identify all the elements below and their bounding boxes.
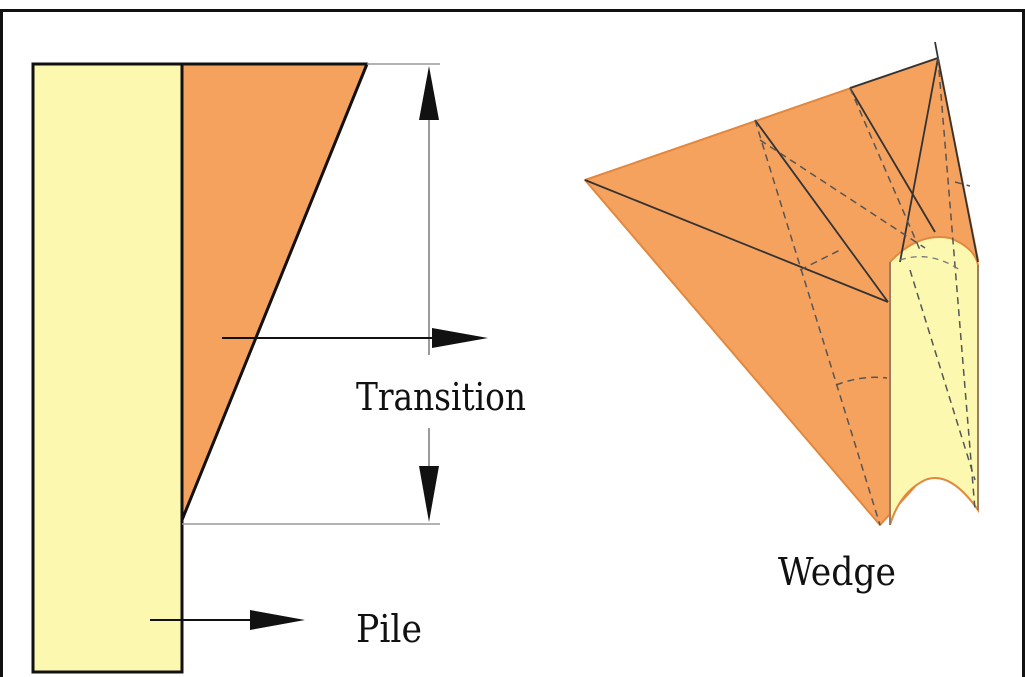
pile-body: [31, 62, 184, 674]
transition-leader-arrow-icon: [432, 328, 488, 348]
pile-label: Pile: [356, 607, 422, 651]
dimension-arrow-up-icon: [419, 66, 439, 120]
figure-border: [0, 9, 1025, 677]
side-view: Transition Pile: [31, 62, 526, 674]
pile-leader-arrow-icon: [250, 610, 305, 630]
dimension-arrow-down-icon: [419, 466, 439, 522]
transition-wedge-triangle: [180, 62, 369, 522]
wedge-3d-view: Wedge: [584, 41, 979, 594]
wedge-label: Wedge: [778, 550, 896, 594]
transition-label: Transition: [356, 375, 526, 419]
wedge-dashed-lines: [754, 57, 976, 526]
wedge-solid-edges: [584, 41, 979, 303]
wedge-cylinder-edges: [889, 256, 979, 525]
